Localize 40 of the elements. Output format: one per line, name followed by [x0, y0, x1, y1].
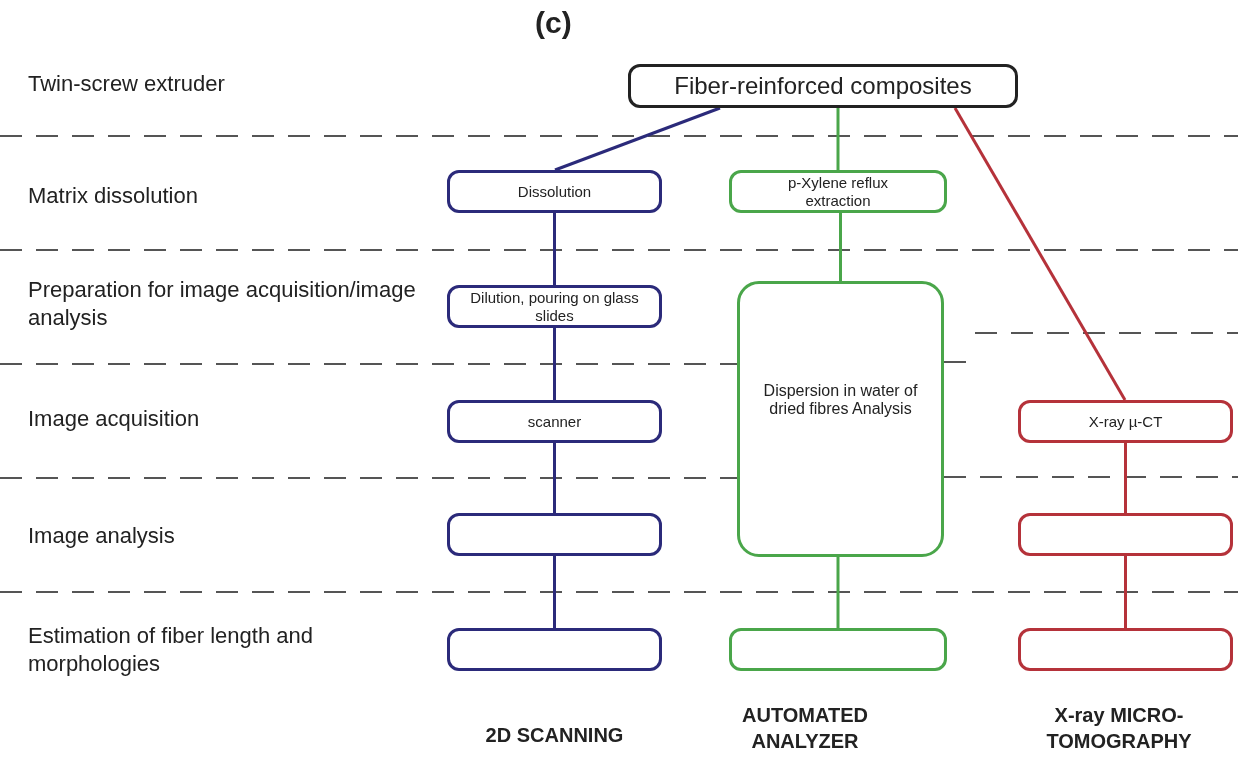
- box-text: X-ray µ-CT: [1088, 412, 1163, 431]
- connector-line: [553, 213, 556, 285]
- process-box: [447, 170, 662, 213]
- box-text: p-Xylene reflux extraction: [786, 174, 890, 209]
- process-box: [447, 513, 662, 556]
- row-label: Twin-screw extruder: [28, 70, 226, 98]
- row-label: Matrix dissolution: [28, 182, 199, 210]
- process-box: [1018, 400, 1233, 443]
- connector-line: [553, 443, 556, 513]
- connector-line: [553, 328, 556, 400]
- process-box: [628, 64, 1018, 108]
- connector-line: [553, 556, 556, 628]
- connector-line: [839, 213, 842, 281]
- column-label: X-ray MICRO-TOMOGRAPHY: [1045, 703, 1193, 754]
- process-box: [447, 628, 662, 671]
- process-box: [1018, 628, 1233, 671]
- connector-line: [1124, 556, 1127, 628]
- row-label: Preparation for image acquisition/image analysis: [28, 276, 417, 331]
- tall-process-box: [737, 281, 944, 557]
- row-label: Image acquisition: [28, 405, 201, 433]
- connector-line: [1124, 443, 1127, 513]
- box-text: scanner: [527, 412, 582, 431]
- box-text: Fiber-reinforced composites: [674, 72, 972, 100]
- process-box: [447, 285, 662, 328]
- box-text: Dissolution: [517, 182, 592, 201]
- connector-line: [836, 557, 840, 628]
- box-text: Dilution, pouring on glass slides: [469, 289, 640, 324]
- column-label: AUTOMATED ANALYZER: [741, 703, 869, 754]
- row-label: Image analysis: [28, 522, 176, 550]
- process-box: [729, 628, 947, 671]
- row-label: Estimation of fiber length and morphologies: [28, 622, 314, 677]
- process-box: [447, 400, 662, 443]
- connector-line: [836, 108, 840, 170]
- connector-line: [554, 106, 721, 172]
- process-box: [1018, 513, 1233, 556]
- connector-line: [953, 107, 1127, 401]
- box-text: Dispersion in water of dried fibres Analysis: [762, 381, 919, 419]
- column-label: 2D SCANNING: [484, 723, 625, 748]
- process-box: [729, 170, 947, 213]
- panel-title: (c): [535, 6, 572, 40]
